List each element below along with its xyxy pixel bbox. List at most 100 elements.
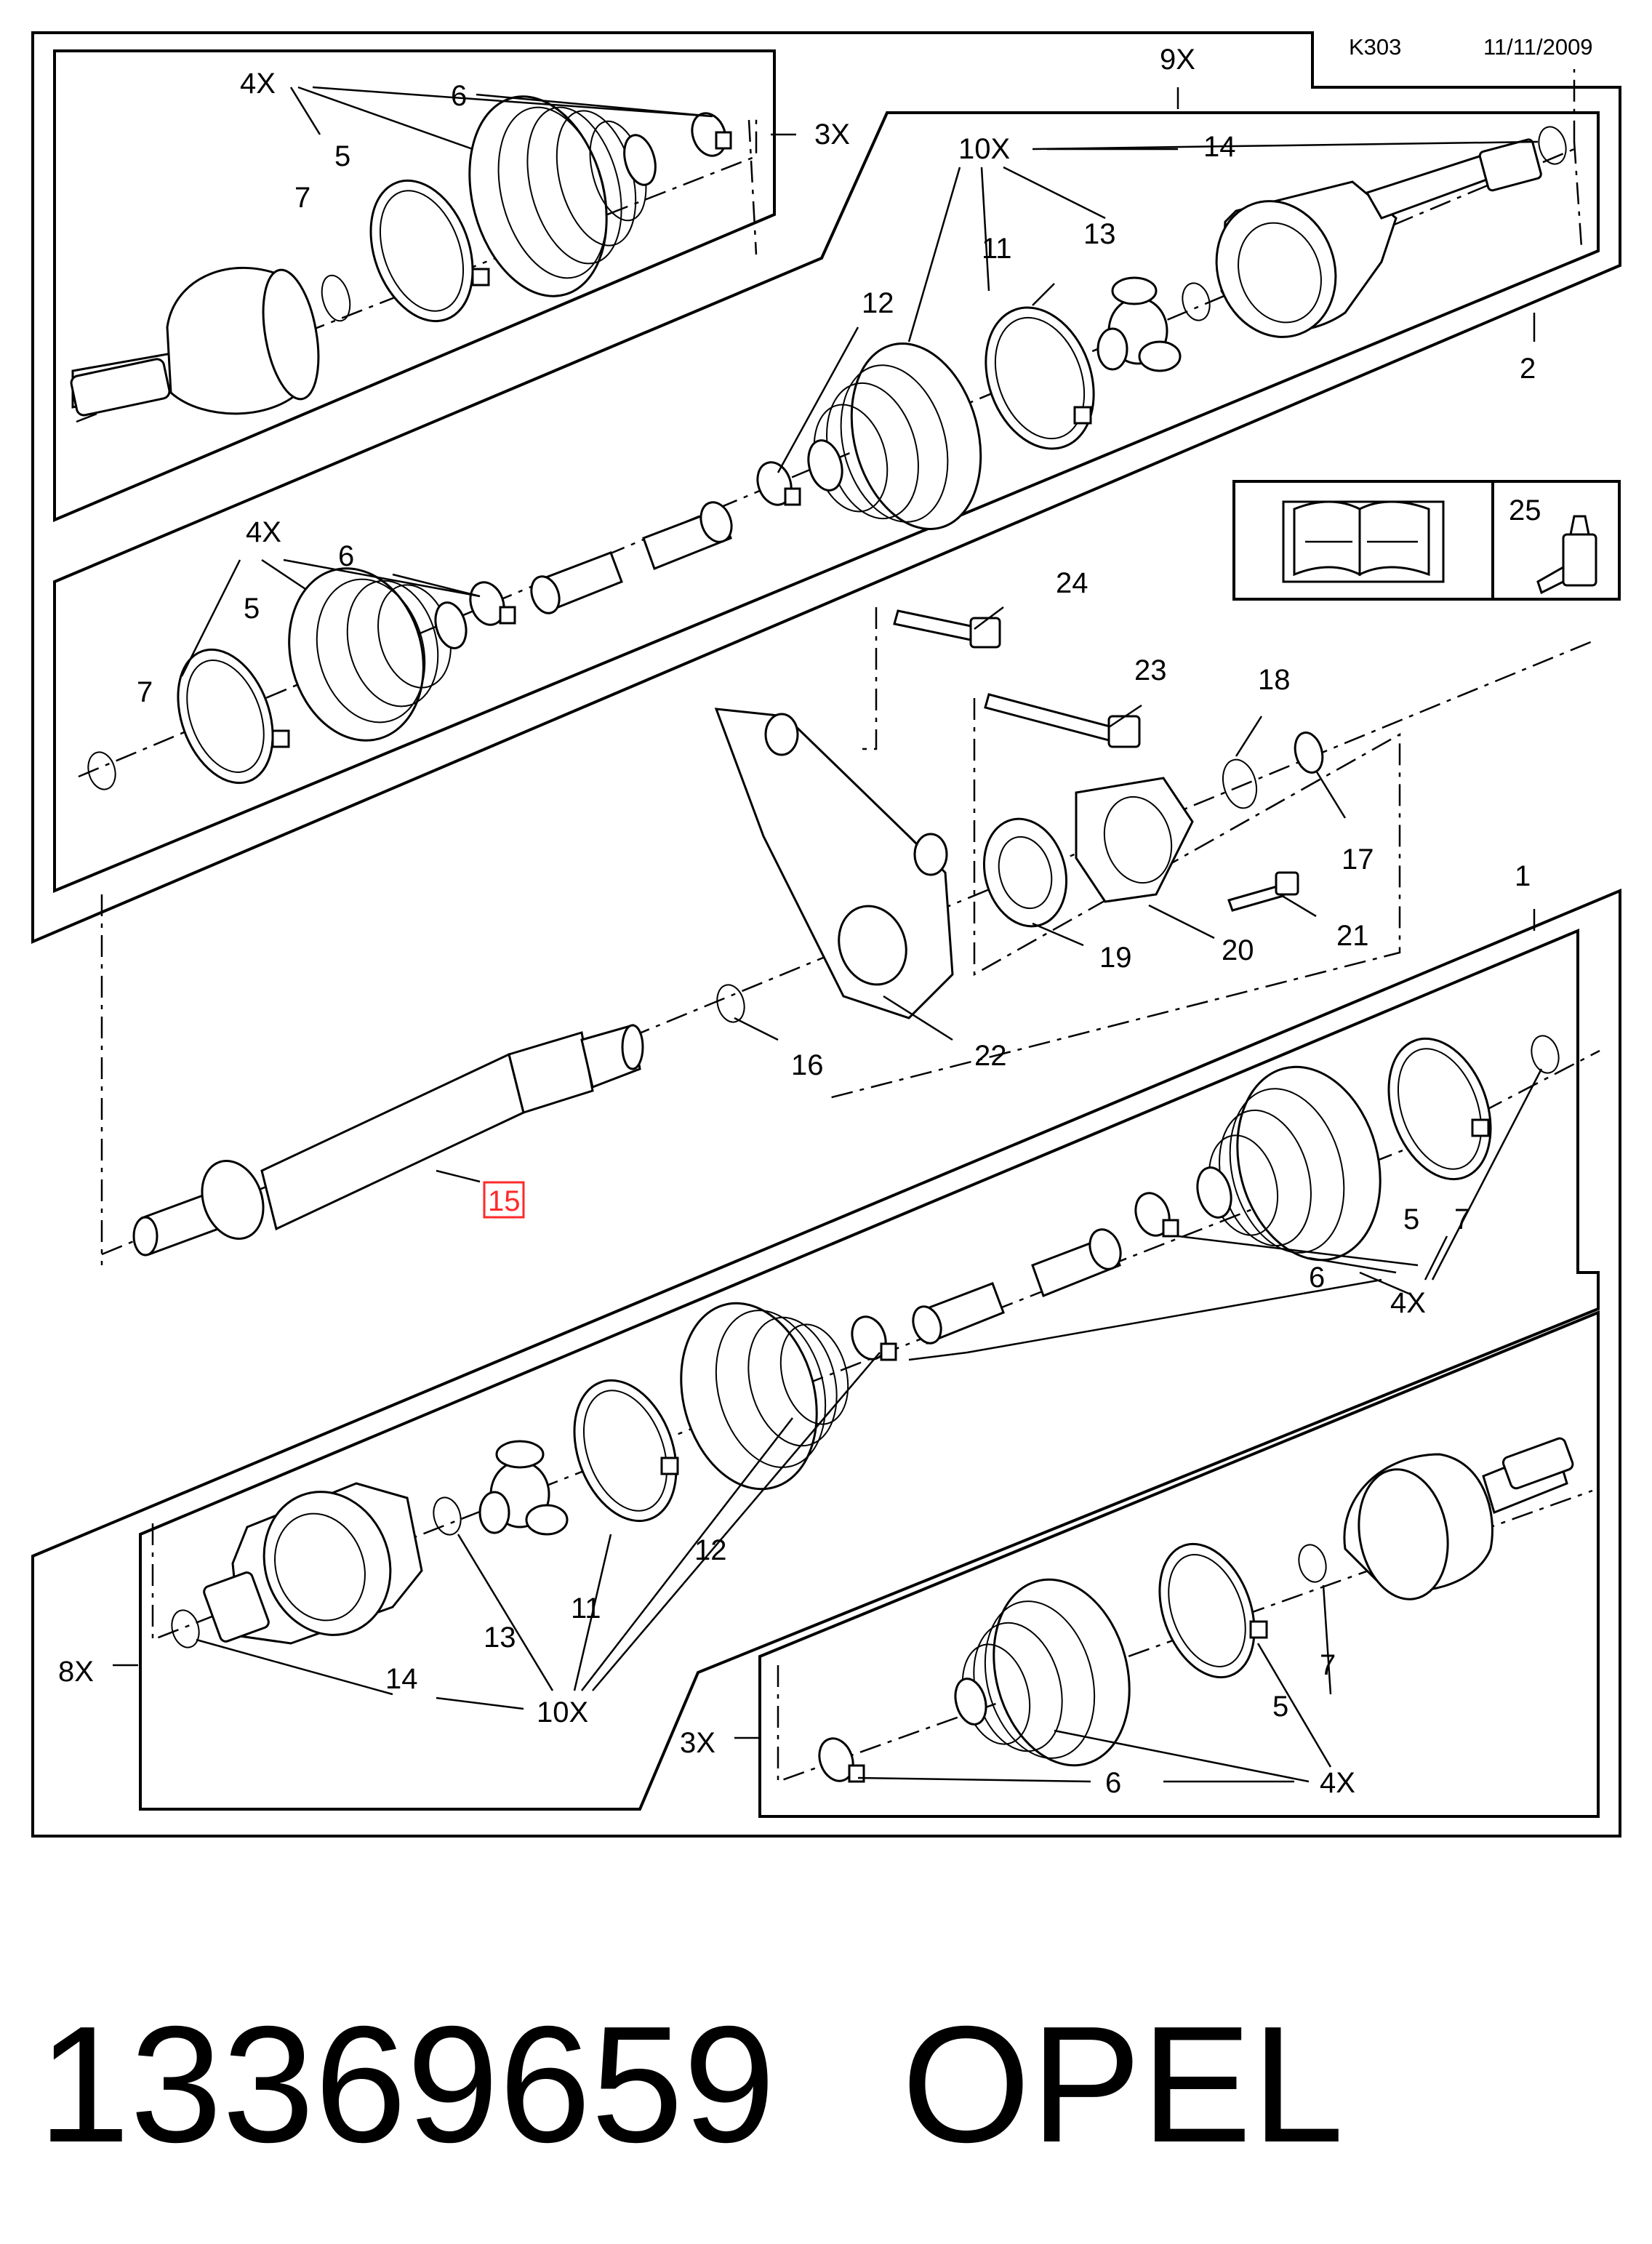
callout-13: 13 <box>1083 218 1116 250</box>
tripod-housing-lower <box>203 1482 423 1645</box>
callout-20: 20 <box>1222 934 1254 966</box>
circlip-13-lower <box>433 1496 462 1536</box>
callout-10x: 10X <box>537 1696 588 1728</box>
adhesive-bottle-icon <box>1536 515 1597 595</box>
clamp-6-upper-a <box>691 112 732 157</box>
clamp-5-lower-a <box>1387 1037 1492 1181</box>
callout-6: 6 <box>1309 1262 1325 1294</box>
brand-name: OPEL <box>902 1992 1344 2177</box>
clamp-6-lower-c <box>818 1737 865 1783</box>
service-manual-icon <box>1282 500 1445 583</box>
callout-17: 17 <box>1342 843 1374 875</box>
tripod-upper <box>1096 276 1182 372</box>
circlip-16 <box>716 984 745 1023</box>
clamp-6-lower-b <box>851 1315 897 1361</box>
callout-6: 6 <box>1105 1767 1121 1799</box>
lower-assembly-frame <box>31 888 1621 1838</box>
bolt-23 <box>984 693 1141 748</box>
callout-1: 1 <box>1515 860 1531 892</box>
callout-4x: 4X <box>1390 1287 1426 1319</box>
callout-8x: 8X <box>58 1656 94 1688</box>
callout-6: 6 <box>338 540 354 572</box>
bearing-19 <box>982 817 1068 928</box>
tripod-lower <box>478 1440 569 1536</box>
callout-7: 7 <box>1454 1203 1470 1235</box>
circlip-18 <box>1222 758 1258 809</box>
callout-11: 11 <box>571 1592 601 1624</box>
clamp-6-upper-b <box>756 461 801 506</box>
diagram-code: K303 <box>1349 34 1401 60</box>
boot-lower-outer-a <box>1196 1065 1382 1262</box>
diagram-date: 11/11/2009 <box>1483 34 1593 60</box>
callout-23: 23 <box>1134 654 1167 686</box>
half-shaft-15 <box>132 1024 644 1257</box>
tools-box <box>1232 480 1621 601</box>
outer-cv-joint-lower <box>1343 1437 1574 1600</box>
boot-upper-outer <box>468 95 657 297</box>
flange-20 <box>1075 777 1194 903</box>
circlip-14-lower <box>171 1609 200 1648</box>
circlip-13-upper <box>1182 282 1211 321</box>
callout-25: 25 <box>1509 494 1541 526</box>
part-number: 13369659 <box>38 1992 775 2177</box>
clamp-5-upper-b <box>177 648 290 785</box>
outer-cv-joint-upper <box>70 266 320 417</box>
lower-outer-joint-frame <box>758 1310 1600 1818</box>
clamp-5-lower-b <box>1158 1542 1268 1679</box>
callout-3x: 3X <box>814 119 850 151</box>
upper-outer-joint-frame <box>53 49 776 523</box>
callout-18: 18 <box>1258 664 1291 696</box>
callout-14: 14 <box>1203 131 1236 163</box>
callout-12: 12 <box>862 287 894 319</box>
boot-lower-outer-b <box>954 1578 1131 1767</box>
callout-24: 24 <box>1056 567 1088 599</box>
circlip-7-upper-a <box>321 274 351 322</box>
callout-16: 16 <box>791 1049 824 1081</box>
highlight-box <box>483 1181 525 1219</box>
callout-5: 5 <box>1403 1203 1419 1235</box>
callout-15-highlighted: 15 <box>488 1185 521 1217</box>
callout-5: 5 <box>244 593 260 625</box>
boot-upper-inner <box>807 342 982 530</box>
callout-2: 2 <box>1520 353 1536 385</box>
callout-labels: 4X 6 5 7 3X 9X 10X 14 13 11 12 2 25 4X 6… <box>58 44 1541 1799</box>
tripod-housing-upper <box>1215 138 1542 338</box>
clamp-6-lower-a <box>1134 1192 1179 1238</box>
callout-10x: 10X <box>958 133 1010 165</box>
clamp-11-upper <box>985 306 1095 450</box>
callout-13: 13 <box>484 1622 516 1654</box>
upper-inner-joint-frame <box>53 111 1600 893</box>
bolt-21 <box>1227 871 1299 912</box>
boot-lower-inner <box>680 1302 849 1491</box>
callout-22: 22 <box>974 1040 1007 1072</box>
callout-4x: 4X <box>1320 1767 1355 1799</box>
callout-4x: 4X <box>246 516 281 548</box>
bolt-24 <box>893 609 1001 649</box>
lower-inner-joint-frame <box>139 928 1600 1811</box>
clamp-11-lower <box>573 1379 679 1523</box>
callout-12: 12 <box>694 1534 727 1566</box>
circlip-7-upper-b <box>87 751 116 790</box>
boot-upper-outer-b <box>288 567 468 742</box>
clamp-5-upper-a <box>369 179 490 323</box>
callout-19: 19 <box>1099 942 1132 974</box>
clamp-6-upper-c <box>469 581 516 626</box>
intermediate-shaft-lower <box>912 1228 1122 1345</box>
circlip-14-upper <box>1538 126 1567 165</box>
intermediate-shaft-upper <box>530 501 733 614</box>
callout-21: 21 <box>1336 920 1369 952</box>
callout-5: 5 <box>334 140 350 172</box>
callout-6: 6 <box>451 80 467 112</box>
callout-7: 7 <box>1320 1649 1336 1681</box>
circlip-7-lower-b <box>1298 1544 1327 1583</box>
upper-assembly-frame <box>31 31 1621 945</box>
callout-7: 7 <box>294 182 310 214</box>
leader-lines <box>113 86 1543 1783</box>
callout-7: 7 <box>137 676 153 708</box>
callout-9x: 9X <box>1160 44 1195 76</box>
ring-17 <box>1294 732 1324 774</box>
callout-5: 5 <box>1272 1691 1288 1723</box>
callout-14: 14 <box>385 1663 418 1695</box>
callout-4x: 4X <box>240 68 276 100</box>
callout-11: 11 <box>982 233 1012 265</box>
